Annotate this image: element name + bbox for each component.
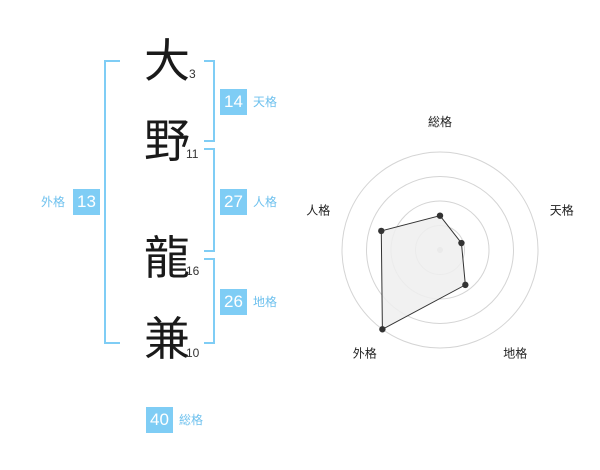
radar-axis-label-4: 外格 (353, 346, 377, 361)
radar-point-1 (436, 212, 444, 219)
chikaku-bracket (204, 258, 215, 344)
stroke-count-3: 16 (186, 264, 200, 278)
radar-axis-label-1: 総格 (428, 114, 452, 129)
soukaku-badge: 40 (146, 407, 173, 433)
gaikaku-badge: 13 (73, 189, 100, 215)
radar-axis-label-2: 天格 (550, 202, 574, 217)
stroke-count-2: 11 (186, 147, 199, 161)
radar-axis-label-5: 人格 (306, 202, 330, 217)
radar-ring-4 (341, 151, 539, 349)
soukaku-label: 総格 (179, 413, 204, 427)
jinkaku-badge: 27 (220, 189, 247, 215)
gaikaku-label: 外格 (41, 195, 66, 209)
tenkaku-label: 天格 (253, 95, 278, 109)
jinkaku-bracket (204, 148, 215, 252)
jinkaku-label: 人格 (253, 195, 278, 209)
radar-axis-label-3: 地格 (503, 346, 527, 361)
tenkaku-badge: 14 (220, 89, 247, 115)
name-char-2: 野 (144, 114, 190, 168)
name-char-3: 龍 (144, 231, 190, 285)
radar-point-4 (379, 326, 386, 333)
radar-ring-3 (366, 176, 514, 324)
radar-point-2 (458, 239, 465, 247)
gaikaku-bracket (104, 60, 120, 344)
radar-point-5 (378, 227, 385, 235)
radar-polygon (380, 215, 466, 331)
radar-point-3 (462, 281, 469, 289)
stroke-count-4: 10 (186, 346, 200, 360)
stroke-count-1: 3 (189, 67, 196, 81)
name-char-4: 兼 (144, 312, 190, 366)
chikaku-label: 地格 (253, 295, 278, 309)
tenkaku-bracket (204, 60, 215, 142)
chikaku-badge: 26 (220, 289, 247, 315)
name-char-1: 大 (144, 34, 190, 88)
